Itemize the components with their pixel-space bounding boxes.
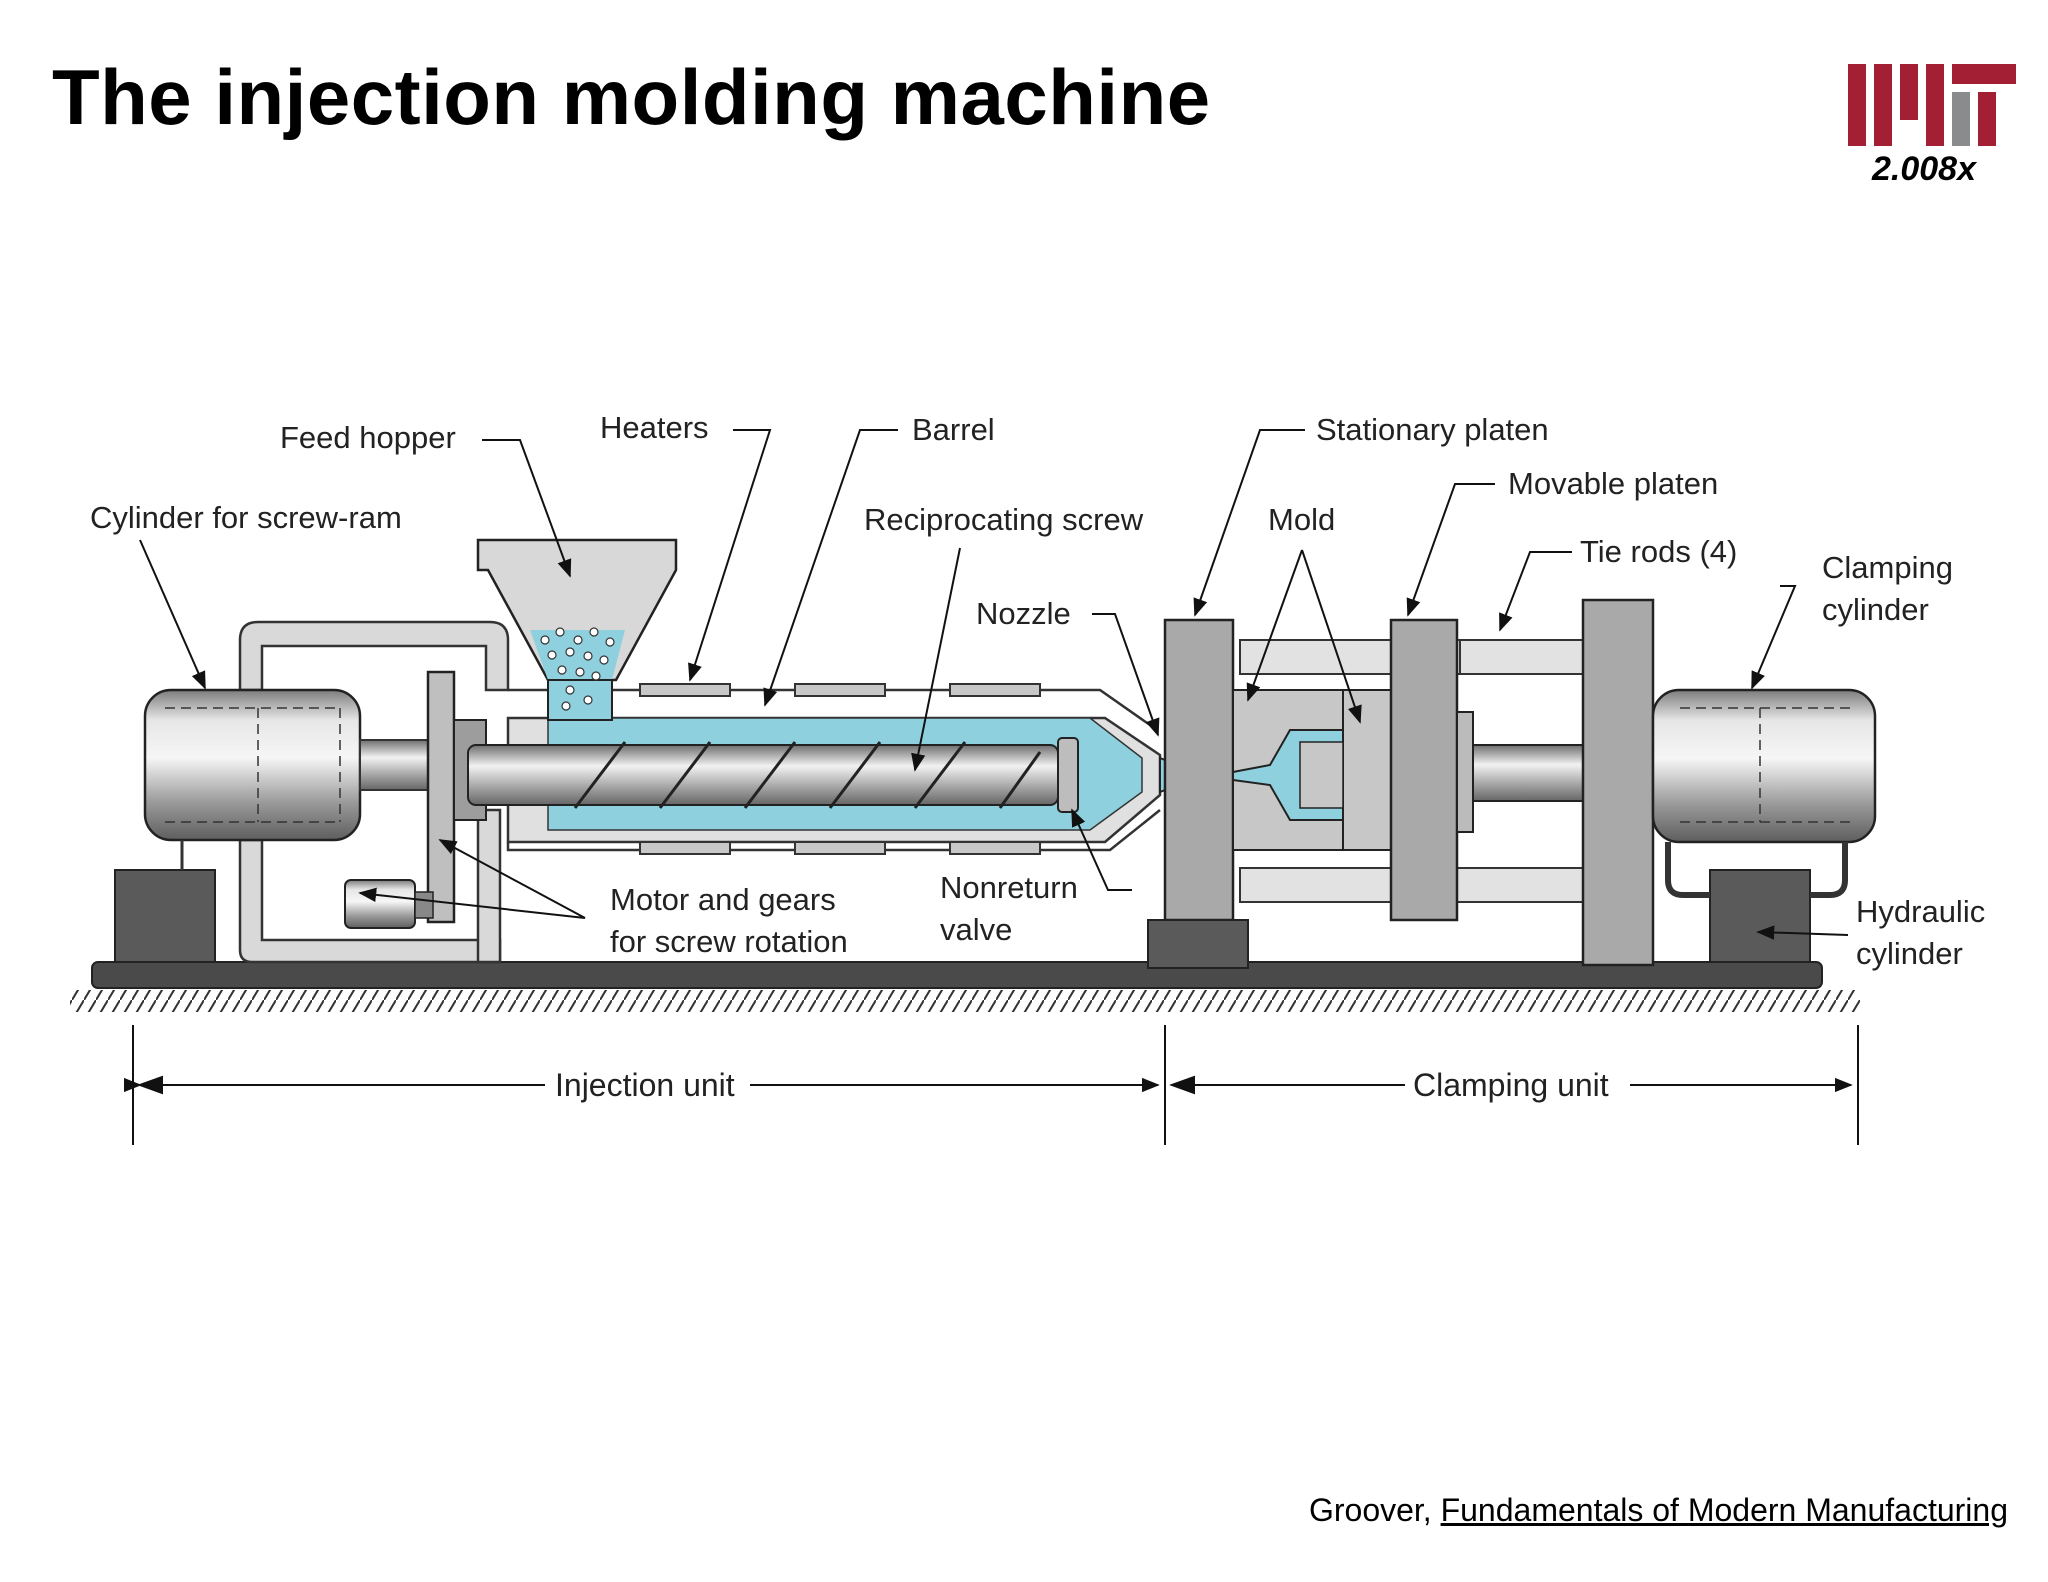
label-hydraulic-cylinder-line1: Hydraulic <box>1856 894 1985 929</box>
label-nonreturn-valve-line2: valve <box>940 912 1012 947</box>
label-motor-gears-line2: for screw rotation <box>610 924 848 959</box>
platen-support <box>1147 919 1249 969</box>
label-tie-rods: Tie rods (4) <box>1580 534 1737 569</box>
label-heaters: Heaters <box>600 410 709 445</box>
label-cylinder-screw-ram: Cylinder for screw-ram <box>90 500 402 535</box>
mold <box>1232 689 1392 851</box>
mit-logo <box>1848 64 2016 146</box>
slide-title: The injection molding machine <box>52 53 1211 141</box>
label-barrel: Barrel <box>912 412 995 447</box>
label-reciprocating-screw: Reciprocating screw <box>864 502 1144 537</box>
hydraulic-cylinder <box>1709 869 1811 963</box>
label-clamping-cylinder-line1: Clamping <box>1822 550 1953 585</box>
label-stationary-platen: Stationary platen <box>1316 412 1549 447</box>
left-support-block <box>114 869 216 963</box>
rear-platen <box>1581 598 1655 967</box>
ground <box>70 961 1860 1012</box>
source-credit: Groover, Fundamentals of Modern Manufact… <box>1309 1492 2008 1529</box>
dimension-lines <box>123 1025 1859 1145</box>
motor <box>344 879 434 929</box>
label-nonreturn-valve-line1: Nonreturn <box>940 870 1078 905</box>
feed-hopper <box>476 538 678 721</box>
heaters <box>639 683 1041 855</box>
stationary-platen <box>1163 618 1235 922</box>
movable-platen <box>1389 618 1459 922</box>
screw-ram-cylinder <box>143 688 362 842</box>
course-number: 2.008x <box>1872 150 1976 188</box>
label-mold: Mold <box>1268 502 1335 537</box>
label-movable-platen: Movable platen <box>1508 466 1718 501</box>
label-clamping-unit: Clamping unit <box>1413 1067 1609 1103</box>
reciprocating-screw <box>467 737 1079 813</box>
label-motor-gears-line1: Motor and gears <box>610 882 836 917</box>
clamp-rod <box>1472 744 1584 802</box>
plastic-pellets <box>540 627 615 711</box>
leader-lines <box>139 429 1849 940</box>
hydraulic-lines <box>238 620 510 964</box>
label-nozzle: Nozzle <box>976 596 1071 631</box>
credit-author: Groover, <box>1308 1492 1441 1528</box>
credit-book-title[interactable]: Fundamentals of Modern Manufacturing <box>1440 1492 2008 1528</box>
label-hydraulic-cylinder-line2: cylinder <box>1856 936 1963 971</box>
label-feed-hopper: Feed hopper <box>280 420 456 455</box>
clamping-cylinder <box>1651 688 1877 844</box>
label-injection-unit: Injection unit <box>555 1067 735 1103</box>
label-clamping-cylinder-line2: cylinder <box>1822 592 1929 627</box>
